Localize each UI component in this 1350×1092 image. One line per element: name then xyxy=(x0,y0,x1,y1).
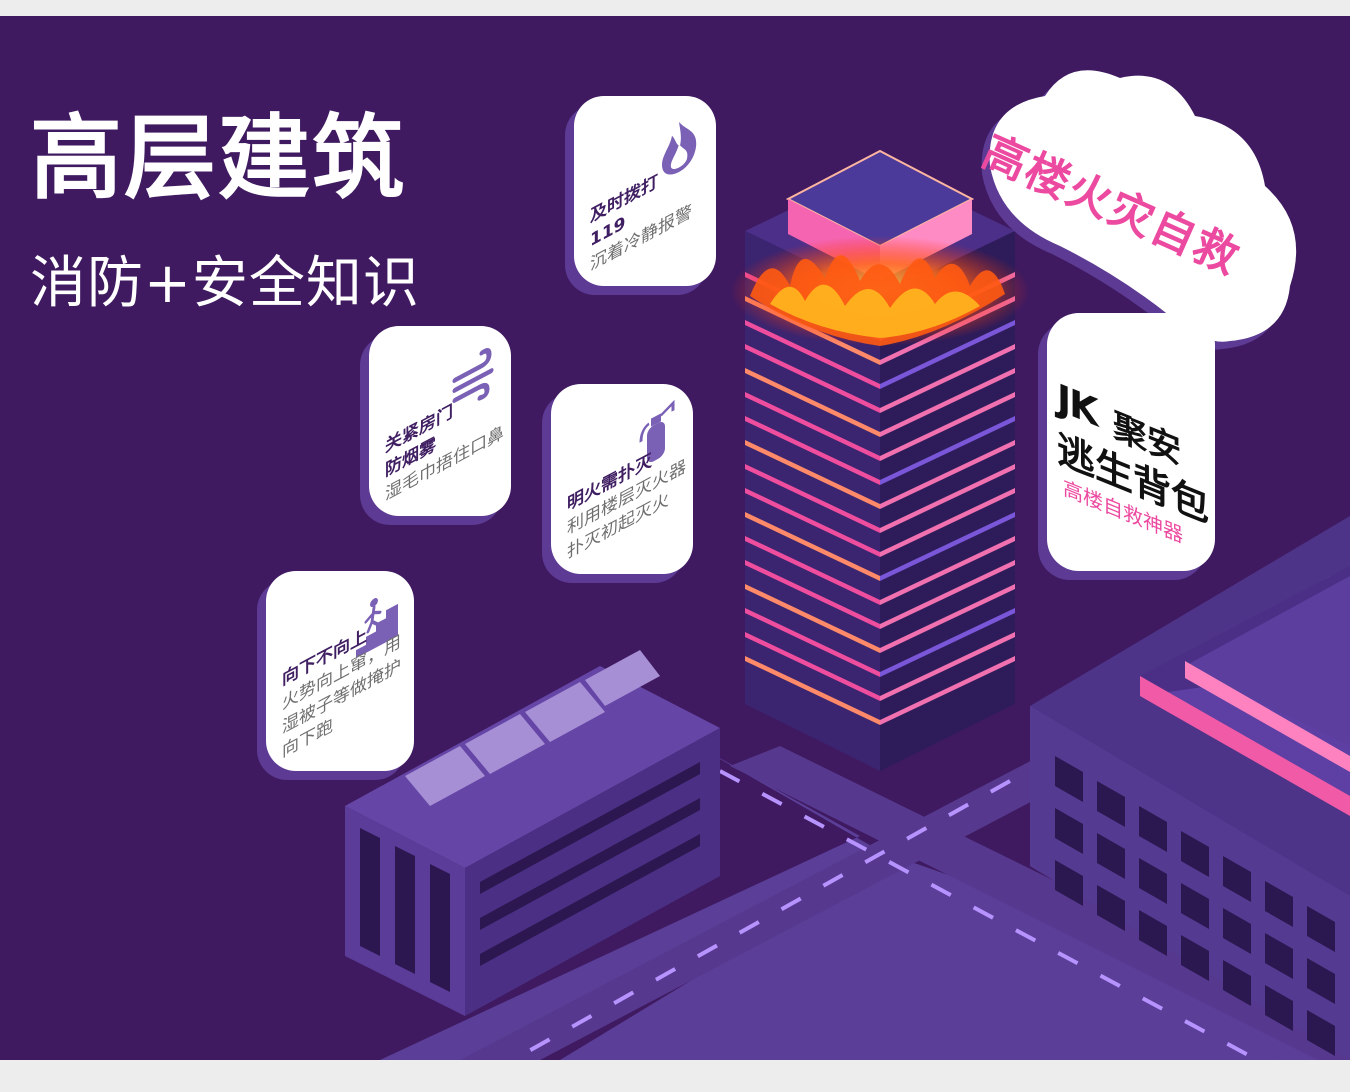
tip-card-call-119: 及时拨打 119 沉着冷静报警 xyxy=(574,96,716,286)
page-title: 高层建筑 xyxy=(30,105,407,212)
flame-icon xyxy=(656,108,702,186)
stairs-person-icon xyxy=(354,583,400,661)
brand-card: JK 聚安 逃生背包 高楼自救神器 xyxy=(1047,313,1215,571)
wind-icon xyxy=(451,338,497,416)
main-tower xyxy=(730,149,1030,771)
tip-card-go-down: 向下不向上 火势向上窜，用 湿被子等做掩护 向下跑 xyxy=(266,571,414,771)
fire-extinguisher-icon xyxy=(633,396,679,474)
road-cross xyxy=(380,736,1350,1060)
isometric-city-illustration xyxy=(345,70,1350,1060)
fire-effect xyxy=(730,236,1030,346)
poster-canvas: 高层建筑 消防+安全知识 高楼火灾自救 及时拨打 119 沉着冷静报警 关紧房门… xyxy=(0,16,1350,1060)
tip-card-open-fire: 明火需扑灭 利用楼层灭火器 扑灭初起灭火 xyxy=(551,384,693,574)
page-subtitle: 消防+安全知识 xyxy=(30,251,420,316)
cloud-badge xyxy=(981,70,1297,350)
left-low-building xyxy=(345,650,720,1016)
tip-card-close-doors: 关紧房门 防烟雾 湿毛巾捂住口鼻 xyxy=(369,326,511,516)
right-building xyxy=(1030,516,1350,1060)
